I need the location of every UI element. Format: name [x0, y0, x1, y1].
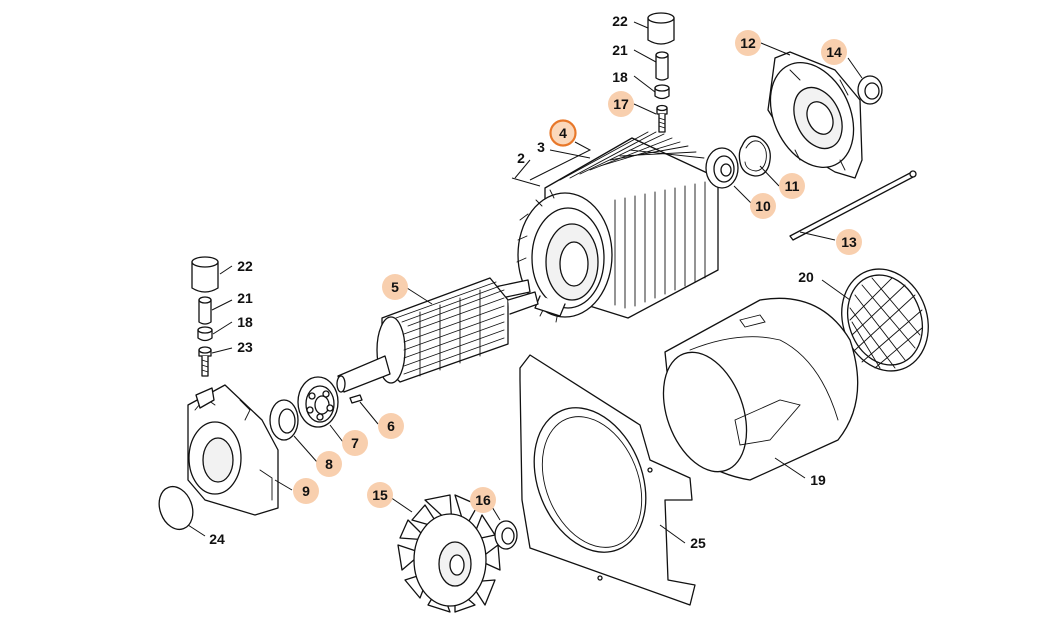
callout-13[interactable]: 13: [836, 229, 862, 255]
callout-14[interactable]: 14: [821, 39, 847, 65]
svg-text:3: 3: [537, 139, 545, 155]
callout-18-left[interactable]: 18: [237, 314, 253, 330]
svg-text:11: 11: [785, 178, 800, 194]
part-6-key: [349, 394, 363, 404]
svg-text:20: 20: [798, 269, 814, 285]
svg-text:8: 8: [325, 456, 333, 472]
part-22-cap-top: [647, 12, 675, 45]
svg-text:17: 17: [613, 96, 629, 112]
callout-12[interactable]: 12: [735, 30, 761, 56]
part-21-sleeve-left: [198, 296, 212, 325]
callout-8[interactable]: 8: [316, 451, 342, 477]
part-5-rotor: [336, 277, 539, 393]
svg-text:13: 13: [841, 234, 857, 250]
part-21-sleeve-top: [655, 51, 669, 81]
callout-2[interactable]: 2: [517, 150, 525, 166]
svg-text:14: 14: [826, 44, 842, 60]
part-18-nut-top: [654, 84, 670, 100]
svg-text:25: 25: [690, 535, 706, 551]
callout-10[interactable]: 10: [750, 193, 776, 219]
callout-24[interactable]: 24: [209, 531, 225, 547]
part-7-bearing: [297, 376, 339, 428]
svg-text:4: 4: [559, 125, 567, 141]
callout-5[interactable]: 5: [382, 274, 408, 300]
callout-25[interactable]: 25: [690, 535, 706, 551]
callout-16[interactable]: 16: [470, 487, 496, 513]
part-16-bushing: [494, 520, 518, 550]
svg-text:22: 22: [237, 258, 253, 274]
callout-22-left[interactable]: 22: [237, 258, 253, 274]
callout-22-top[interactable]: 22: [612, 13, 628, 29]
part-13-tie-rod: [789, 170, 917, 241]
callout-15[interactable]: 15: [367, 482, 393, 508]
svg-text:21: 21: [612, 42, 628, 58]
callout-7[interactable]: 7: [342, 430, 368, 456]
part-25-frame-plate: [519, 354, 696, 606]
svg-text:24: 24: [209, 531, 225, 547]
svg-text:21: 21: [237, 290, 253, 306]
callout-6[interactable]: 6: [378, 413, 404, 439]
svg-text:18: 18: [612, 69, 628, 85]
svg-text:15: 15: [372, 487, 388, 503]
part-18-nut-left: [197, 326, 213, 342]
part-24-o-ring: [158, 485, 194, 531]
callout-4-selected[interactable]: 4: [549, 119, 577, 147]
part-19-fan-cover: [662, 297, 859, 481]
callout-21-top[interactable]: 21: [612, 42, 628, 58]
svg-text:19: 19: [810, 472, 826, 488]
part-20-grille: [841, 268, 929, 372]
svg-text:9: 9: [302, 483, 310, 499]
svg-text:12: 12: [740, 35, 756, 51]
svg-text:5: 5: [391, 279, 399, 295]
callout-20[interactable]: 20: [798, 269, 814, 285]
part-8-seal: [269, 399, 299, 441]
part-4-stator-housing: [516, 131, 719, 323]
part-9-end-shield: [187, 384, 279, 516]
callout-21-left[interactable]: 21: [237, 290, 253, 306]
part-14-seal: [857, 75, 883, 105]
part-11-wave-spring: [738, 135, 771, 177]
part-12-end-shield: [767, 51, 863, 179]
svg-text:6: 6: [387, 418, 395, 434]
callout-9[interactable]: 9: [293, 478, 319, 504]
part-23-screw: [198, 346, 212, 377]
callout-11[interactable]: 11: [779, 173, 805, 199]
svg-text:16: 16: [475, 492, 491, 508]
svg-text:18: 18: [237, 314, 253, 330]
callout-17[interactable]: 17: [608, 91, 634, 117]
callout-23[interactable]: 23: [237, 339, 253, 355]
callout-19[interactable]: 19: [810, 472, 826, 488]
leader-lines: [187, 21, 863, 544]
svg-text:7: 7: [351, 435, 359, 451]
callout-3[interactable]: 3: [537, 139, 545, 155]
svg-text:2: 2: [517, 150, 525, 166]
svg-text:10: 10: [755, 198, 771, 214]
svg-text:23: 23: [237, 339, 253, 355]
callout-18-top[interactable]: 18: [612, 69, 628, 85]
part-22-cap-left: [191, 256, 219, 293]
svg-text:22: 22: [612, 13, 628, 29]
part-17-screw: [656, 104, 668, 133]
part-10-bearing: [705, 147, 739, 189]
